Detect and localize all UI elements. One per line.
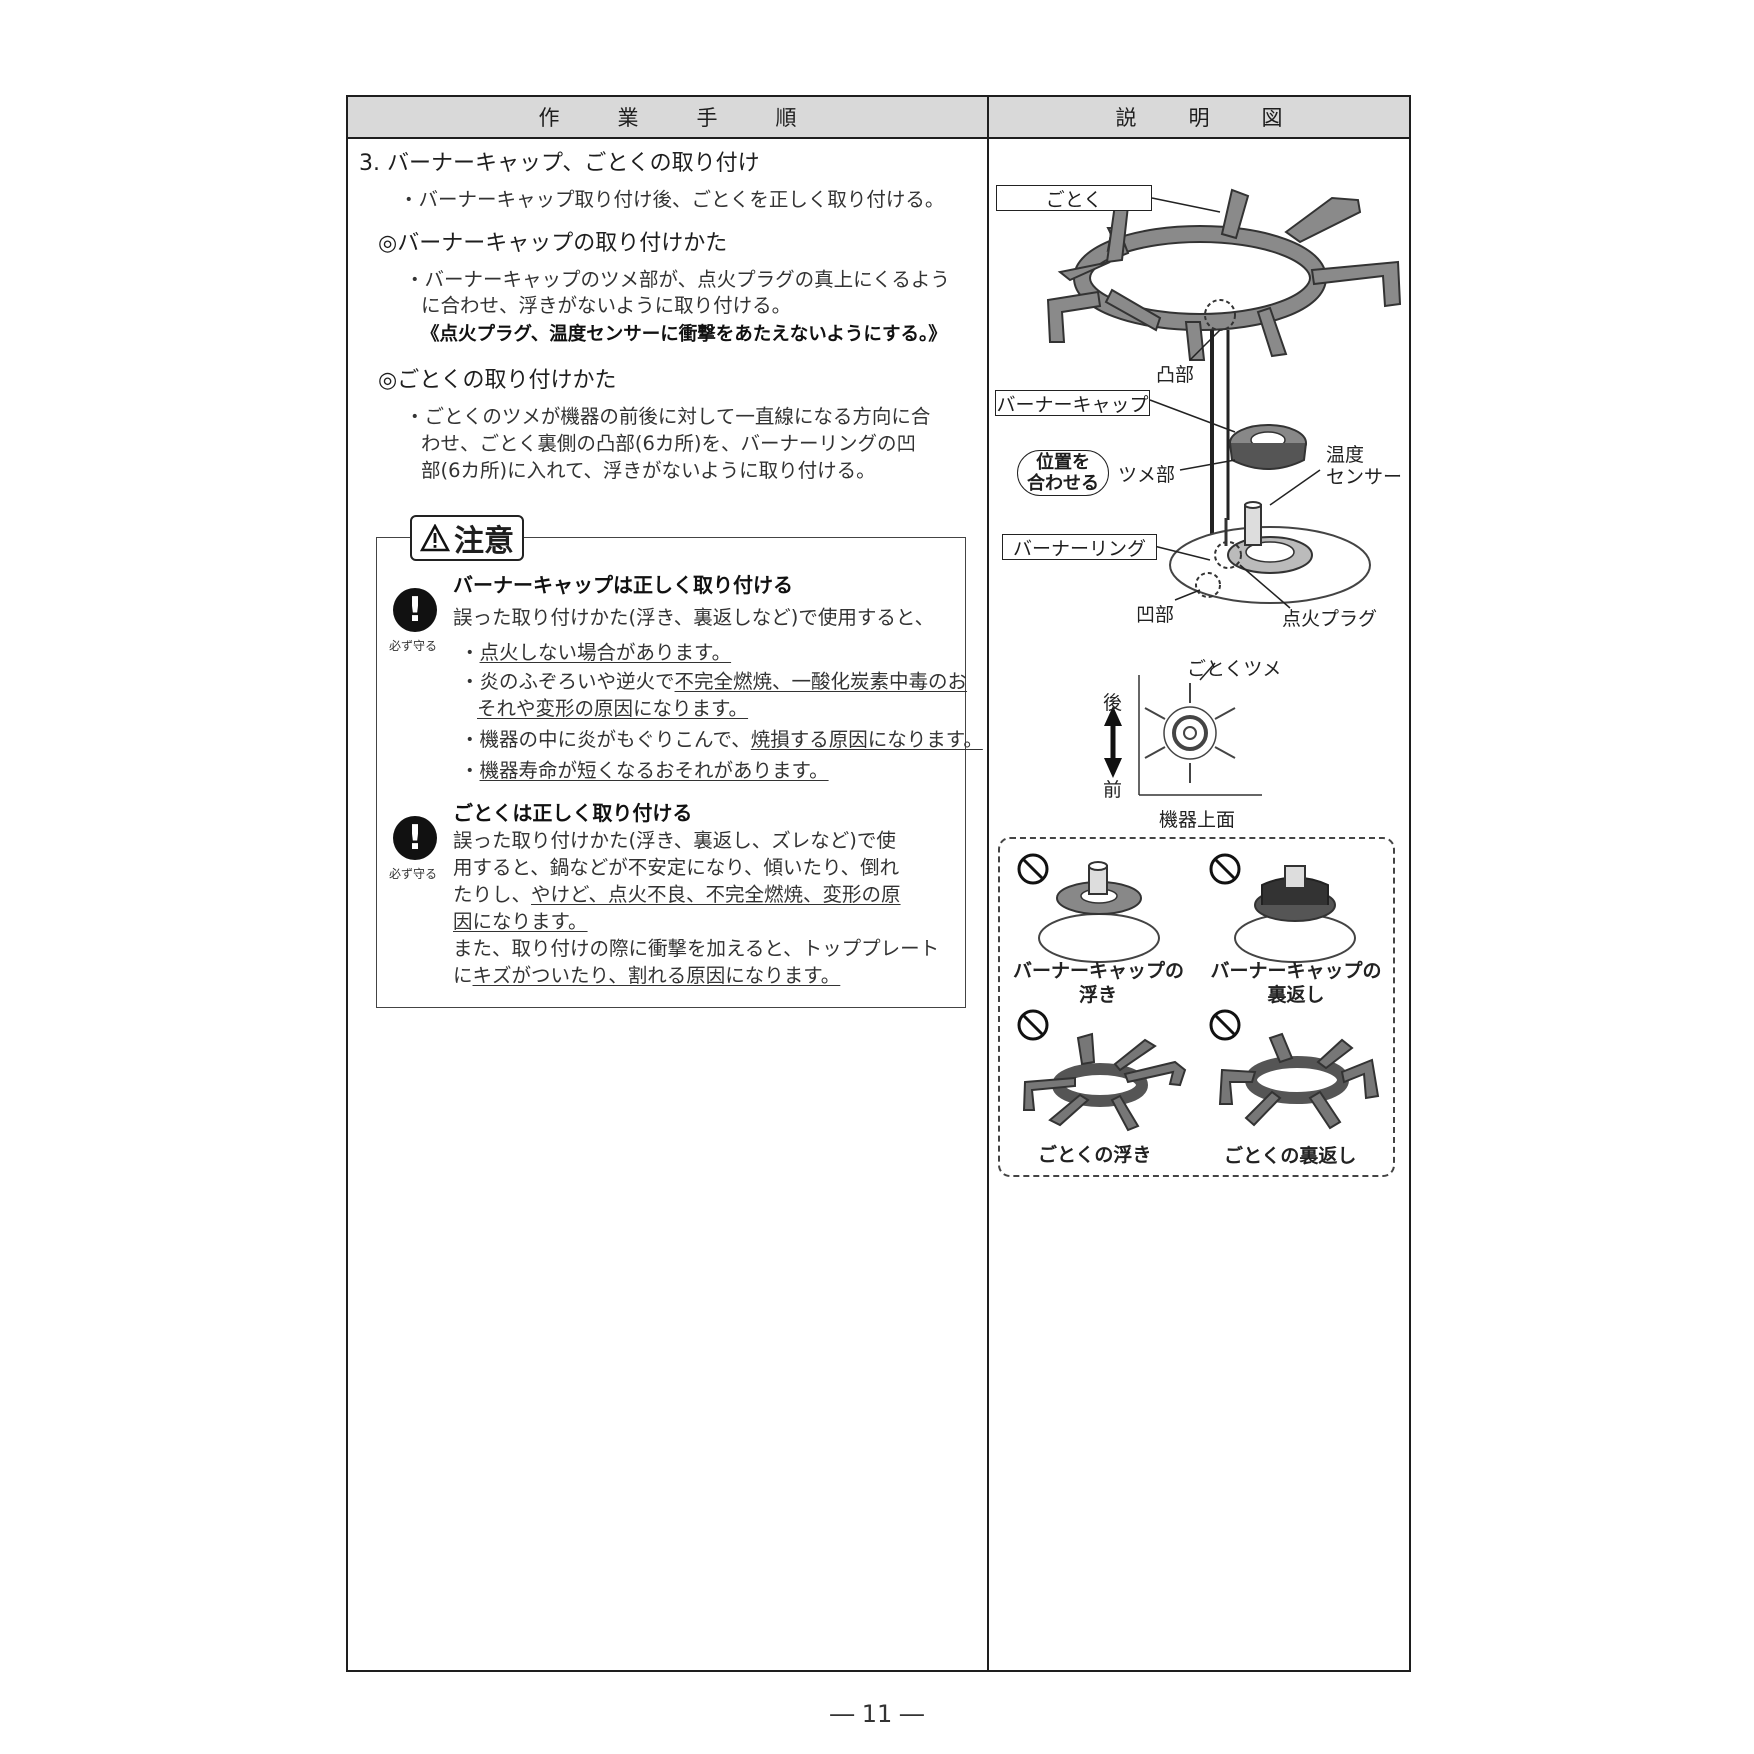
caution-title-text: 注意 [454, 524, 514, 559]
caution2-line4: 因になります。 [453, 910, 588, 933]
label-sensor-line2: センサー [1326, 466, 1403, 488]
label-gotoku: ごとく [996, 185, 1152, 211]
caution2-line6: にキズがついたり、割れる原因になります。 [453, 964, 841, 987]
label-gotoku-tsume: ごとくツメ [1187, 658, 1282, 680]
label-front: 前 [1103, 779, 1123, 801]
label-tsume: ツメ部 [1118, 464, 1176, 486]
label-align-line1: 位置を [1036, 452, 1090, 473]
caution2-line3: たりし、やけど、点火不良、不完全燃焼、変形の原 [453, 883, 901, 906]
column-divider [987, 97, 989, 1670]
procedure-table: 作業手順 説明図 [346, 95, 1411, 1672]
must-obey-icon: ! [393, 588, 437, 632]
ng-label-line: 浮き [1078, 984, 1117, 1006]
caution2-line1: 誤った取り付けかた(浮き、裏返し、ズレなど)で使 [453, 829, 896, 852]
prohibition-icon [1017, 1009, 1049, 1041]
caution-title: 注意 [410, 515, 524, 561]
must-obey-label: 必ず守る [389, 639, 438, 653]
prohibition-icon [1017, 853, 1049, 885]
caution2-line5: また、取り付けの際に衝撃を加えると、トッププレート [453, 937, 940, 960]
label-align: 位置を 合わせる [1017, 450, 1109, 496]
ng-label-cap-reversed: バーナーキャップの 裏返し [1210, 959, 1382, 1007]
label-totsubu: 凸部 [1156, 364, 1195, 386]
caution1-bullet2-cont: それや変形の原因になります。 [477, 697, 749, 720]
ng-gotoku-float-illustration [1022, 1032, 1187, 1132]
caution1-bullet3: ・機器の中に炎がもぐりこんで、焼損する原因になります。 [460, 728, 983, 751]
section-intro: ・バーナーキャップ取り付け後、ごとくを正しく取り付ける。 [399, 188, 945, 211]
label-sensor: 温度 センサー [1326, 444, 1402, 488]
burner-cap-illustration [1229, 424, 1307, 470]
caution1-lead: 誤った取り付けかた(浮き、裏返しなど)で使用すると、 [453, 606, 935, 629]
prohibition-icon [1209, 853, 1241, 885]
caution1-bullet2: ・炎のふぞろいや逆火で不完全燃焼、一酸化炭素中毒のお [460, 670, 968, 693]
label-top-view: 機器上面 [1159, 809, 1236, 831]
ng-gotoku-reversed-illustration [1218, 1032, 1380, 1130]
caution2-line2: 用すると、鍋などが不安定になり、傾いたり、倒れ [453, 856, 900, 879]
warning-triangle-icon [420, 524, 450, 552]
ng-label-cap-float: バーナーキャップの 浮き [1013, 959, 1185, 1007]
caution-box [376, 537, 966, 1008]
ng-label-line: バーナーキャップの [1013, 960, 1185, 982]
caution1-heading: バーナーキャップは正しく取り付ける [453, 573, 793, 597]
incorrect-examples-box [998, 837, 1395, 1177]
top-view-illustration [1104, 662, 1262, 796]
sub2-line2: わせ、ごとく裏側の凸部(6カ所)を、バーナーリングの凹 [421, 432, 917, 455]
label-burner-cap: バーナーキャップ [995, 390, 1150, 416]
header-diagram: 説明図 [989, 97, 1409, 139]
caution1-bullet4: ・機器寿命が短くなるおそれがあります。 [460, 759, 829, 782]
prohibition-icon [1209, 1009, 1241, 1041]
caution2-heading: ごとくは正しく取り付ける [453, 801, 693, 825]
label-oubu: 凹部 [1136, 604, 1175, 626]
ng-cap-float-illustration [1038, 861, 1160, 963]
caution1-bullet1: ・点火しない場合があります。 [460, 641, 732, 664]
sub1-note: 《点火プラグ、温度センサーに衝撃をあたえないようにする。》 [421, 324, 947, 345]
ng-label-line: 裏返し [1267, 984, 1325, 1006]
sub2-line1: ・ごとくのツメが機器の前後に対して一直線になる方向に合 [405, 405, 931, 428]
installation-diagram [1022, 186, 1402, 1132]
ng-label-gotoku-float: ごとくの浮き [1038, 1144, 1152, 1166]
page-number: ― 11 ― [830, 1700, 924, 1728]
section-title: 3. バーナーキャップ、ごとくの取り付け [359, 151, 760, 176]
header-procedure: 作業手順 [348, 97, 987, 139]
must-obey-label: 必ず守る [389, 867, 438, 881]
sub1-title: ◎バーナーキャップの取り付けかた [378, 231, 728, 256]
must-obey-icon: ! [393, 816, 437, 860]
label-burner-ring: バーナーリング [1002, 534, 1157, 560]
ng-label-gotoku-reversed: ごとくの裏返し [1224, 1145, 1357, 1167]
label-align-line2: 合わせる [1027, 473, 1099, 494]
label-sensor-line1: 温度 [1326, 444, 1365, 466]
label-ignition-plug: 点火プラグ [1282, 608, 1378, 630]
label-back: 後 [1103, 692, 1123, 714]
gotoku-illustration [1046, 186, 1402, 361]
sub1-line2: に合わせ、浮きがないように取り付ける。 [421, 294, 792, 317]
ng-cap-reversed-illustration [1234, 865, 1356, 963]
ng-label-line: バーナーキャップの [1210, 960, 1382, 982]
burner-ring-illustration [1169, 501, 1371, 604]
sub2-line3: 部(6カ所)に入れて、浮きがないように取り付ける。 [421, 459, 876, 482]
sub1-line1: ・バーナーキャップのツメ部が、点火プラグの真上にくるよう [405, 268, 950, 291]
sub2-title: ◎ごとくの取り付けかた [378, 368, 617, 393]
